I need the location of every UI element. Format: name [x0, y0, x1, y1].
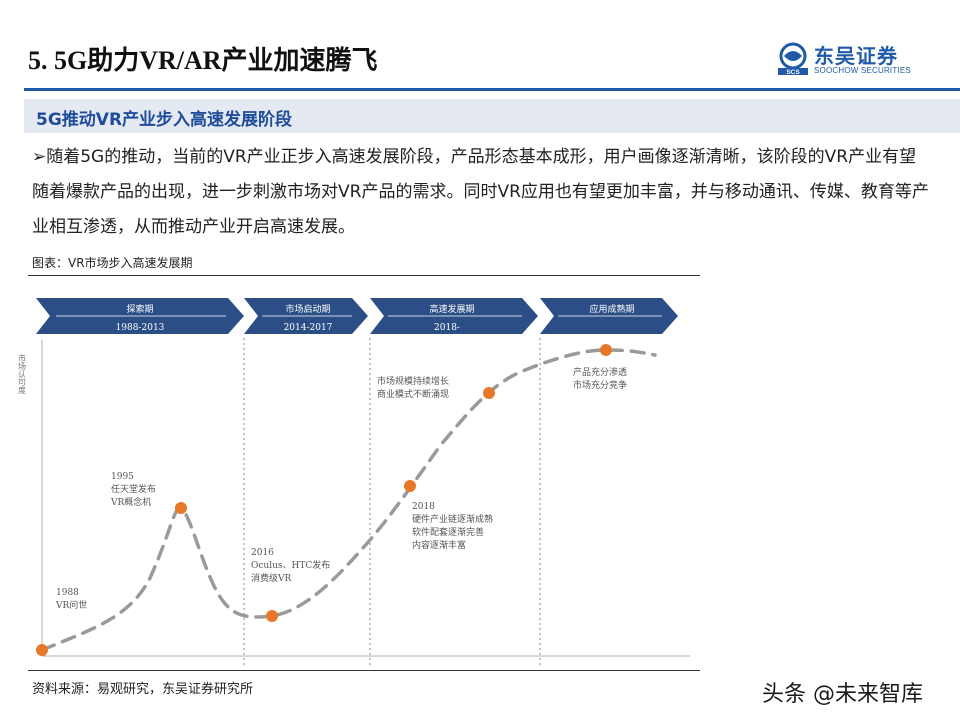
annotation-mature: 产品充分渗透 市场充分竞争: [573, 366, 627, 391]
annotation-line: 市场充分竞争: [573, 379, 627, 391]
milestone-dot-2018: [404, 480, 416, 492]
annotation-line: 内容逐渐丰富: [412, 539, 466, 551]
market-stage-diagram: 探索期 1988-2013 市场启动期 2014-2017 高速发展期 2018…: [18, 298, 690, 668]
stage-name: 探索期: [126, 303, 153, 315]
milestone-dot-growth: [483, 387, 495, 399]
source-note: 资料来源：易观研究，东吴证券研究所: [32, 682, 254, 697]
annotation-line: 商业模式不断涌现: [377, 388, 449, 400]
stage-years: 2018-: [434, 323, 460, 333]
stage-arrow-exploration: 探索期 1988-2013: [36, 298, 244, 334]
milestone-dot-1995: [175, 502, 187, 514]
annotation-line: 消费级VR: [251, 572, 291, 584]
milestone-dot-mature: [600, 344, 612, 356]
annotation-line: 市场规模持续增长: [377, 375, 449, 387]
annotation-line: 任天堂发布: [111, 483, 156, 495]
annotation-line: Oculus、HTC发布: [251, 559, 330, 571]
logo-chinese-name: 东吴证券: [814, 44, 898, 68]
body-paragraph: ➢随着5G的推动，当前的VR产业正步入高速发展阶段，产品形态基本成形，用户画像逐…: [32, 147, 929, 237]
stage-name: 市场启动期: [285, 303, 330, 315]
milestone-dot-2016: [266, 610, 278, 622]
stage-arrow-launch: 市场启动期 2014-2017: [244, 298, 368, 334]
watermark: 头条 @未来智库: [762, 682, 923, 707]
stage-arrow-mature: 应用成熟期: [540, 298, 678, 334]
milestone-dot-1988: [36, 644, 48, 656]
slide-title: 5. 5G助力VR/AR产业加速腾飞: [28, 46, 378, 75]
figure-caption: 图表：VR市场步入高速发展期: [32, 256, 193, 270]
logo-mark-icon: SCS: [778, 42, 808, 76]
stage-name: 高速发展期: [429, 303, 474, 315]
annotation-2018: 2018 硬件产业链逐渐成熟 软件配套逐渐完善 内容逐渐丰富: [412, 502, 493, 551]
section-heading: 5G推动VR产业步入高速发展阶段: [36, 110, 293, 130]
annotation-line: 2016: [251, 548, 274, 558]
stage-years: 2014-2017: [284, 323, 333, 333]
figure-top-rule: [28, 275, 700, 276]
y-axis-label: 市场认可度: [18, 353, 27, 395]
annotation-line: 产品充分渗透: [573, 366, 627, 378]
annotation-line: 1988: [56, 588, 79, 598]
title-divider: [24, 88, 960, 91]
annotation-line: 1995: [111, 472, 134, 482]
annotation-line: VR概念机: [110, 496, 151, 508]
stage-name: 应用成熟期: [589, 303, 634, 315]
section-heading-bar: 5G推动VR产业步入高速发展阶段: [24, 99, 960, 133]
logo-english-name: SOOCHOW SECURITIES: [814, 66, 911, 75]
annotation-line: VR问世: [55, 599, 87, 611]
logo-mark-text: SCS: [786, 69, 800, 76]
annotation-line: 软件配套逐渐完善: [412, 526, 484, 538]
annotation-1995: 1995 任天堂发布 VR概念机: [110, 472, 156, 508]
annotation-line: 2018: [412, 502, 435, 512]
adoption-curve: [40, 348, 657, 652]
annotation-1988: 1988 VR问世: [55, 588, 87, 611]
company-logo: SCS 东吴证券 SOOCHOW SECURITIES: [772, 40, 922, 80]
annotation-growth: 市场规模持续增长 商业模式不断涌现: [377, 375, 449, 400]
source-divider: [28, 670, 700, 671]
annotation-line: 硬件产业链逐渐成熟: [412, 513, 493, 525]
stage-years: 1988-2013: [116, 323, 165, 333]
stage-arrow-growth: 高速发展期 2018-: [370, 298, 538, 334]
annotation-2016: 2016 Oculus、HTC发布 消费级VR: [251, 548, 330, 584]
